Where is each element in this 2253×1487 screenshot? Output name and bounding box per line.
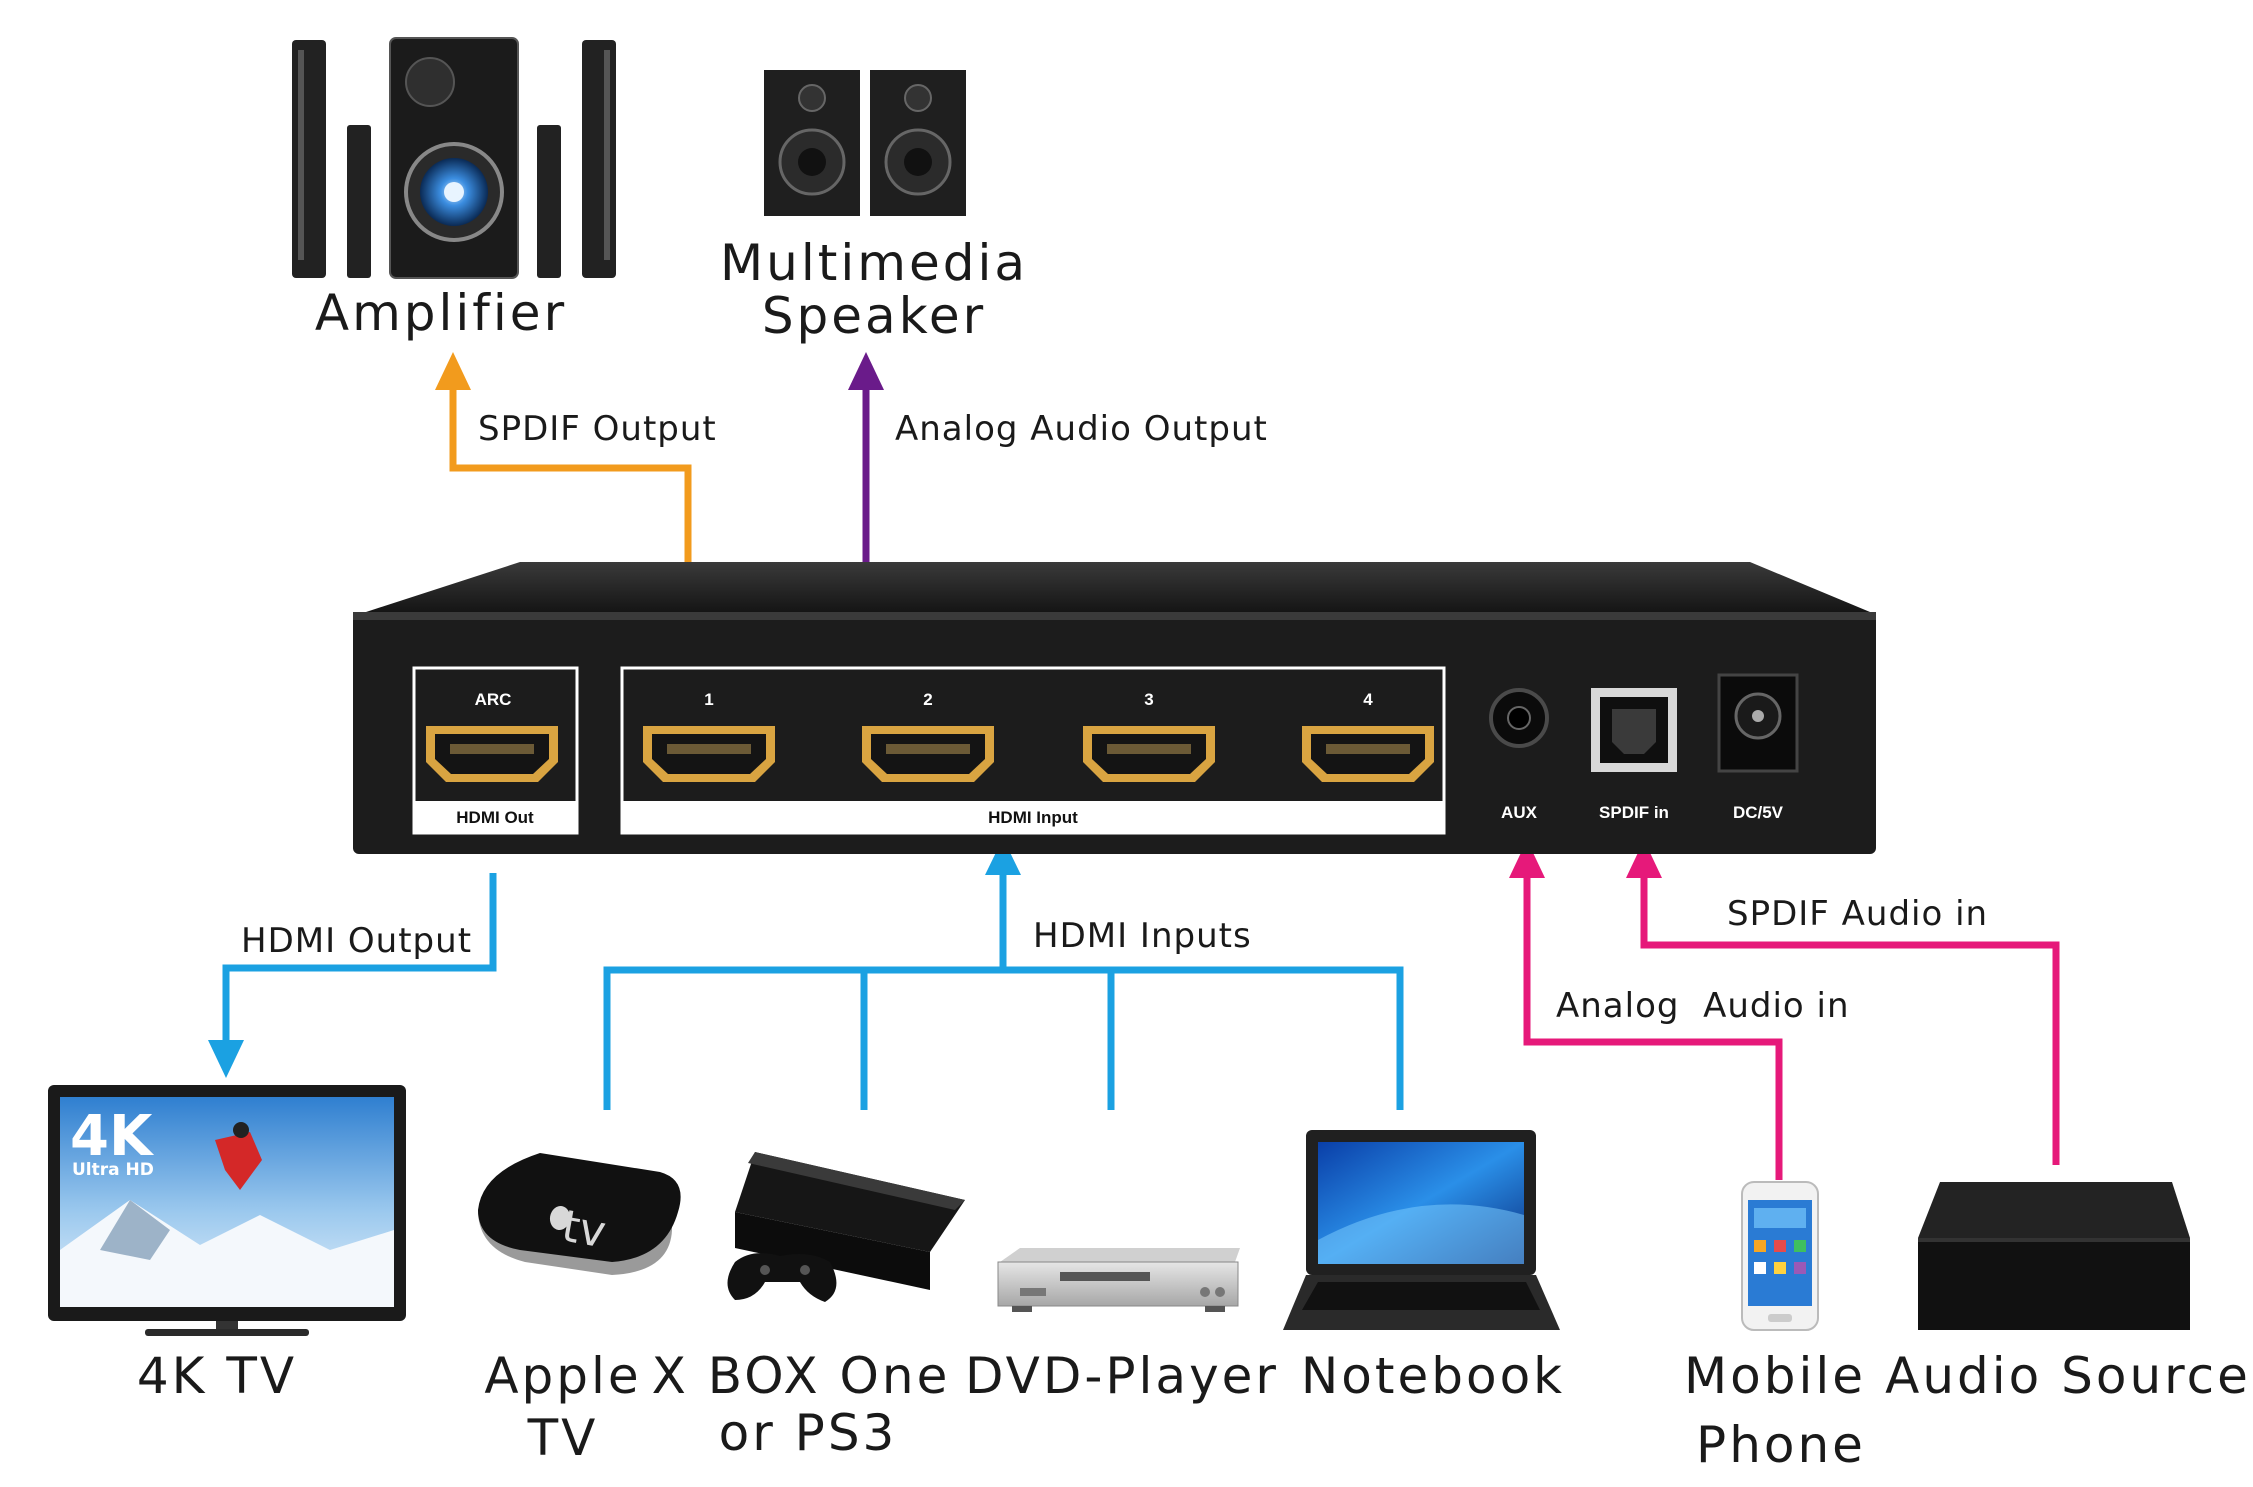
hdmi-out-frame: [412, 666, 579, 835]
hdmi-input-port-4[interactable]: [1302, 726, 1434, 782]
tv-icon: 4K Ultra HD: [48, 1085, 406, 1336]
spdif-audio-in-arrowhead: [1626, 840, 1662, 878]
hdmi-input-port-3[interactable]: [1083, 726, 1215, 782]
spdif-output-arrowhead: [435, 352, 471, 390]
hdmi-input-label: HDMI Input: [988, 808, 1078, 827]
hdmi-output-arrowhead: [208, 1040, 244, 1078]
hdmi-input-label-band: [623, 801, 1443, 832]
input-4-number: 4: [1363, 690, 1373, 709]
multimedia-speaker-label-line1: Multimedia: [720, 234, 1028, 292]
game-console-icon: [727, 1152, 965, 1302]
analog-audio-in-arrowhead: [1509, 840, 1545, 878]
hdmi-inputs-label: HDMI Inputs: [1033, 916, 1252, 956]
dvd-player-icon: [997, 1248, 1240, 1312]
audio-source-icon: [1918, 1182, 2190, 1330]
mobile-phone-label-line1: Mobile: [1684, 1347, 1866, 1405]
hdmi-input-port-1[interactable]: [643, 726, 775, 782]
aux-jack[interactable]: [1489, 688, 1549, 748]
dc-power-jack[interactable]: [1717, 673, 1799, 773]
apple-tv-icon: tv: [478, 1153, 681, 1275]
analog-audio-in-label: Analog Audio in: [1556, 986, 1850, 1026]
switch-front-highlight: [353, 612, 1876, 620]
spdif-in-port[interactable]: [1591, 688, 1677, 772]
notebook-icon: [1283, 1130, 1560, 1330]
spdif-audio-in-line: [1640, 875, 2060, 1165]
audio-source-label: Audio Source: [1885, 1347, 2251, 1405]
input-3-number: 3: [1144, 690, 1153, 709]
hdmi-out-label: HDMI Out: [456, 808, 534, 827]
hdmi-output-line: [222, 873, 497, 1045]
hdmi-inputs-bus: [603, 966, 1404, 1110]
mobile-phone-icon: [1741, 1181, 1819, 1331]
hdmi-output-label: HDMI Output: [241, 921, 472, 961]
dvd-player-label: DVD-Player: [965, 1347, 1279, 1405]
multimedia-speaker-icon: [764, 70, 966, 216]
analog-audio-in-line: [1523, 875, 1783, 1180]
hdmi-inputs-arrowhead: [985, 838, 1021, 875]
apple-tv-label-line1: Apple: [484, 1347, 641, 1405]
spdif-output-label: SPDIF Output: [478, 409, 717, 449]
input-2-number: 2: [923, 690, 932, 709]
amplifier-icon: [292, 37, 616, 279]
connection-lines: [208, 352, 2060, 1180]
spdif-audio-in-label: SPDIF Audio in: [1727, 894, 1988, 934]
arc-label: ARC: [475, 690, 512, 709]
game-console-label-line1: X BOX One: [652, 1347, 951, 1405]
spdif-output-line: [449, 385, 692, 563]
amplifier-label: Amplifier: [315, 284, 567, 342]
mobile-phone-label-line2: Phone: [1696, 1416, 1866, 1474]
hdmi-out-label-band: [415, 801, 576, 832]
analog-output-arrowhead: [848, 352, 884, 390]
hdmi-switch-device: ARC HDMI Out HDMI Input 1 2 3 4: [353, 562, 1876, 854]
aux-label: AUX: [1501, 803, 1538, 822]
tv-screen-4k-badge: 4K: [70, 1104, 155, 1169]
apple-tv-label-line2: TV: [527, 1409, 599, 1467]
input-1-number: 1: [704, 690, 713, 709]
analog-audio-output-label: Analog Audio Output: [895, 409, 1268, 449]
switch-top-panel: [366, 562, 1870, 612]
hdmi-input-port-2[interactable]: [862, 726, 994, 782]
hdmi-input-frame: [620, 666, 1446, 835]
tv-label: 4K TV: [137, 1347, 297, 1405]
hdmi-out-port[interactable]: [426, 726, 558, 782]
notebook-label: Notebook: [1301, 1347, 1565, 1405]
spdif-in-label: SPDIF in: [1599, 803, 1669, 822]
tv-screen-ultrahd-badge: Ultra HD: [72, 1160, 154, 1180]
multimedia-speaker-label-line2: Speaker: [762, 287, 986, 345]
game-console-label-line2: or PS3: [719, 1404, 898, 1462]
dc5v-label: DC/5V: [1733, 803, 1784, 822]
